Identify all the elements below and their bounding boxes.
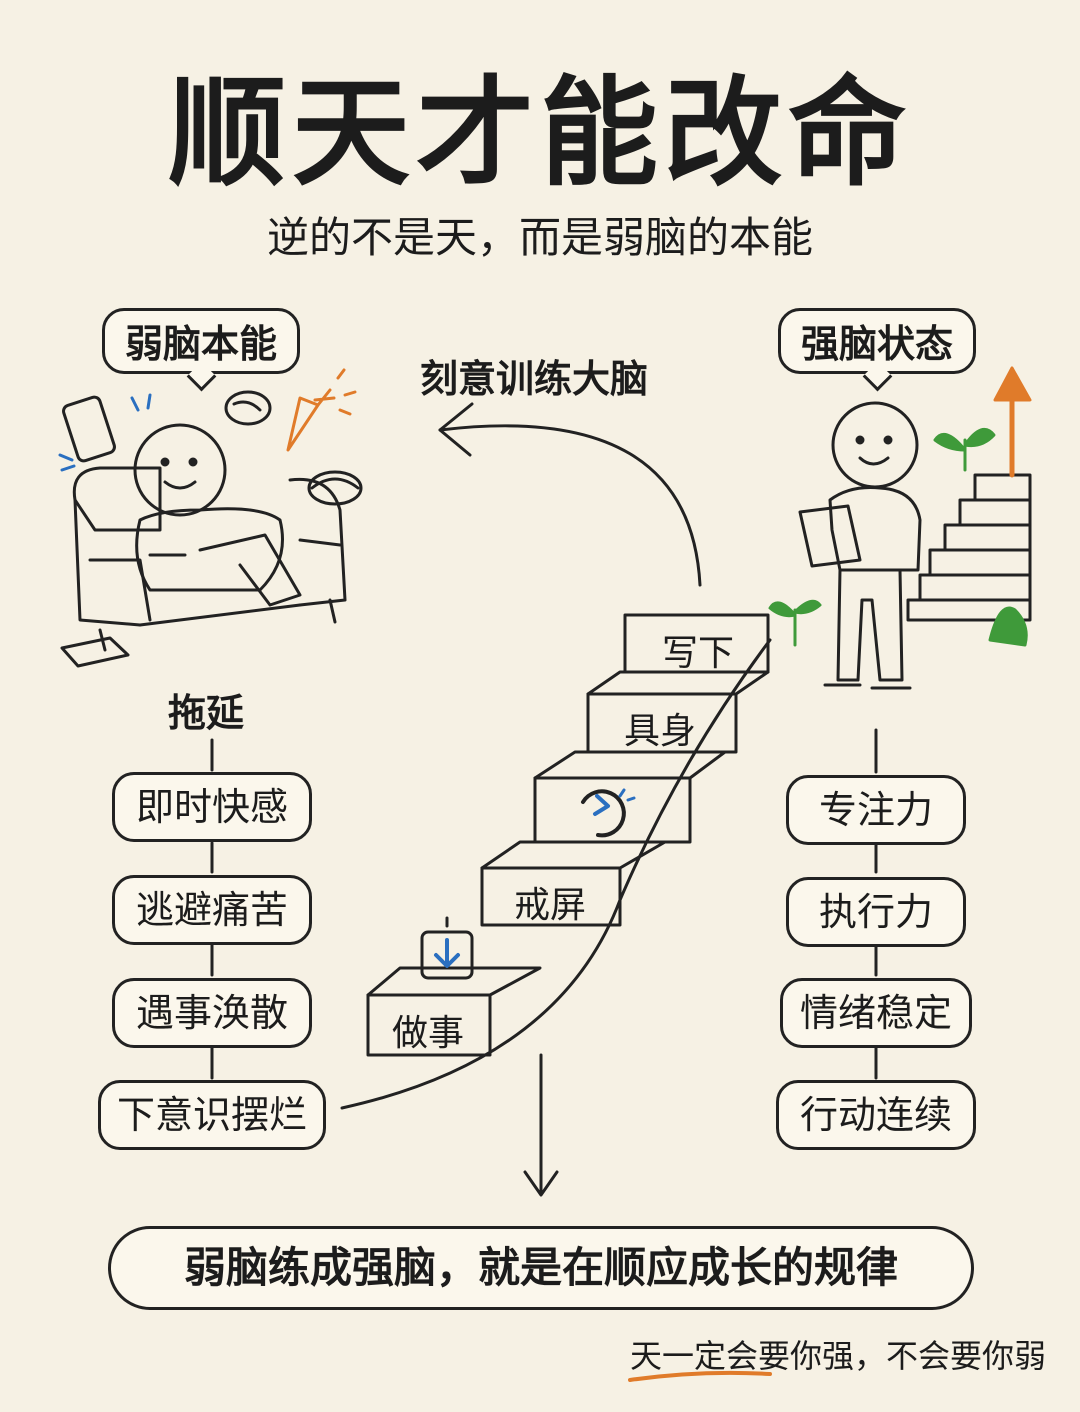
right-item-execution: 执行力 [786, 877, 966, 947]
left-item-avoid-pain: 逃避痛苦 [112, 875, 312, 945]
training-arrowhead [438, 402, 474, 457]
plants [768, 427, 1028, 647]
right-item-focus: 专注力 [786, 775, 966, 845]
left-item-give-up: 下意识摆烂 [98, 1080, 326, 1150]
right-item-continuous-action: 行动连续 [776, 1080, 976, 1150]
down-arrow-head [523, 1170, 559, 1197]
download-icon [434, 938, 460, 968]
refresh-icon [581, 789, 626, 838]
step-embodied: 具身 [623, 711, 696, 752]
step-quit-screen: 戒屏 [513, 885, 586, 926]
staircase [366, 613, 770, 1057]
footer-underline [628, 1370, 772, 1382]
training-arrow-label: 刻意训练大脑 [420, 357, 649, 401]
right-item-emotional-stability: 情绪稳定 [780, 978, 972, 1048]
page-title: 顺天才能改命 [167, 64, 912, 202]
standing-person-illustration [798, 401, 922, 690]
left-item-instant-gratification: 即时快感 [112, 772, 312, 842]
right-staircase [906, 473, 1032, 622]
bottom-banner: 弱脑练成强脑，就是在顺应成长的规律 [108, 1226, 974, 1310]
step-write-down: 写下 [661, 633, 734, 674]
footer-note: 天一定会要你强，不会要你弱 [630, 1337, 1047, 1375]
procrastination-label: 拖延 [168, 691, 245, 735]
strong-brain-bubble-label: 强脑状态 [800, 322, 953, 366]
page-subtitle: 逆的不是天，而是弱脑的本能 [266, 213, 813, 262]
rising-arrowhead [993, 366, 1032, 402]
weak-brain-bubble: 弱脑本能 [102, 308, 300, 392]
couch-person-illustration [58, 368, 363, 668]
strong-brain-bubble: 强脑状态 [778, 308, 976, 392]
download-icon-box [420, 930, 474, 980]
training-arrow [438, 424, 702, 587]
step-do-things: 做事 [391, 1013, 464, 1054]
left-item-scattered: 遇事涣散 [112, 978, 312, 1048]
weak-brain-bubble-label: 弱脑本能 [124, 322, 277, 366]
